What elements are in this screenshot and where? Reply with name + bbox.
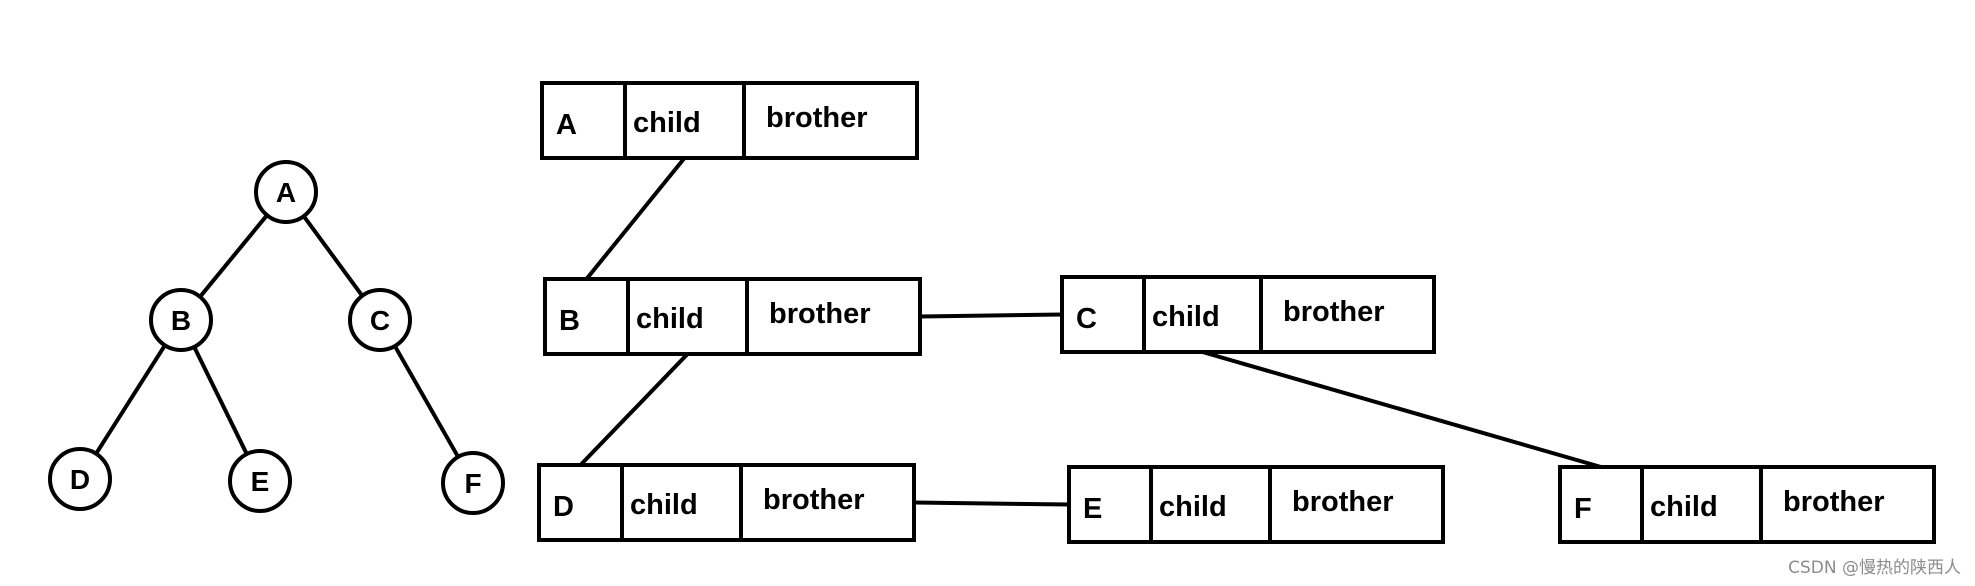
link-b-child-to-d bbox=[579, 352, 689, 467]
record-data-label: A bbox=[556, 109, 577, 141]
tree-node-d: D bbox=[48, 447, 112, 511]
tree-edge-a-c bbox=[302, 214, 364, 298]
tree-node-circle bbox=[149, 288, 213, 352]
link-a-child-to-b bbox=[584, 156, 687, 281]
record-data-label: B bbox=[559, 305, 580, 337]
record-box bbox=[540, 81, 919, 160]
link-d-brother-to-e bbox=[913, 500, 1070, 507]
watermark: CSDN @慢热的陕西人 bbox=[1788, 558, 1961, 578]
tree-node-label: D bbox=[70, 464, 90, 495]
binary-tree: A B C D E F bbox=[48, 160, 505, 515]
tree-edge-b-e bbox=[192, 346, 249, 455]
record-child-label: child bbox=[630, 489, 698, 521]
record-box bbox=[1060, 275, 1436, 354]
record-data-label: C bbox=[1076, 303, 1097, 335]
record-brother-label: brother bbox=[769, 298, 871, 330]
tree-edge-a-b bbox=[198, 213, 269, 299]
record-child-label: child bbox=[636, 303, 704, 335]
record-child-label: child bbox=[633, 107, 701, 139]
tree-node-circle bbox=[441, 451, 505, 515]
tree-node-circle bbox=[48, 447, 112, 511]
tree-node-label: B bbox=[171, 305, 191, 336]
record-data-label: F bbox=[1574, 493, 1592, 525]
record-box bbox=[543, 277, 922, 356]
link-c-child-to-f bbox=[1201, 350, 1602, 469]
tree-node-label: A bbox=[276, 177, 296, 208]
tree-node-label: C bbox=[370, 305, 390, 336]
record-child-label: child bbox=[1650, 491, 1718, 523]
tree-node-f: F bbox=[441, 451, 505, 515]
tree-node-label: F bbox=[464, 468, 481, 499]
tree-node-b: B bbox=[149, 288, 213, 352]
tree-node-a: A bbox=[254, 160, 318, 224]
record-child-label: child bbox=[1159, 491, 1227, 523]
tree-node-label: E bbox=[251, 466, 270, 497]
tree-edge-b-d bbox=[94, 344, 167, 455]
link-b-brother-to-c bbox=[919, 312, 1063, 319]
tree-node-e: E bbox=[228, 449, 292, 513]
record-box bbox=[1067, 465, 1445, 544]
record-brother-label: brother bbox=[1783, 486, 1885, 518]
record-box bbox=[537, 463, 916, 542]
record-brother-label: brother bbox=[1283, 296, 1385, 328]
record-brother-label: brother bbox=[766, 102, 868, 134]
child-brother-links bbox=[579, 156, 1602, 507]
record-data-label: E bbox=[1083, 493, 1102, 525]
tree-node-circle bbox=[348, 288, 412, 352]
tree-node-circle bbox=[254, 160, 318, 224]
tree-edge-c-f bbox=[393, 345, 460, 458]
record-data-label: D bbox=[553, 491, 574, 523]
record-box bbox=[1558, 465, 1936, 544]
tree-node-c: C bbox=[348, 288, 412, 352]
record-brother-label: brother bbox=[1292, 486, 1394, 518]
tree-node-circle bbox=[228, 449, 292, 513]
record-child-label: child bbox=[1152, 301, 1220, 333]
record-brother-label: brother bbox=[763, 484, 865, 516]
